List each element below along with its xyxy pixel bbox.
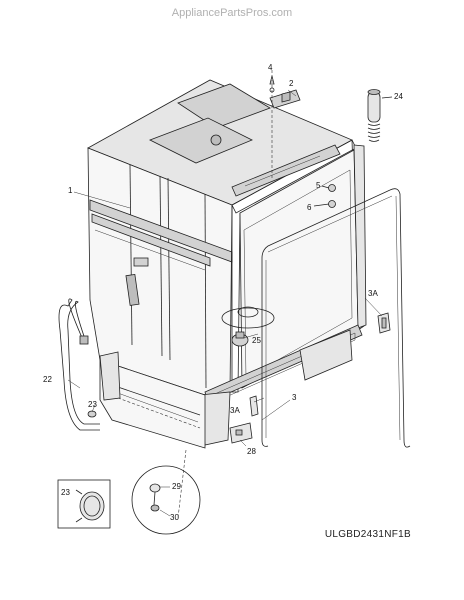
clip-3a-right[interactable] [377,312,391,334]
spray-arm-hub[interactable] [231,331,249,347]
bottom-bracket[interactable] [229,422,253,444]
callout-22: 22 [43,375,52,384]
callout-6: 6 [307,203,312,212]
spring-part[interactable] [367,89,393,142]
callout-3a-bottom: 3A [230,406,240,415]
inset-detail-box [57,479,111,529]
tub-assembly[interactable] [87,79,367,449]
fasteners[interactable] [313,184,336,208]
callout-1: 1 [68,186,73,195]
top-bracket[interactable] [269,70,301,178]
model-code: ULGBD2431NF1B [325,529,411,540]
watermark-text: AppliancePartsPros.com [172,7,292,19]
callout-24: 24 [394,92,403,101]
callout-5: 5 [316,181,321,190]
callout-2: 2 [289,79,294,88]
callout-3a-top: 3A [368,289,378,298]
callout-30: 30 [170,513,179,522]
callout-25: 25 [252,336,261,345]
callout-labels: 1 2 4 24 5 6 3A 25 3 3A 22 23 28 29 30 2… [43,63,403,522]
callout-23-inset: 23 [61,488,70,497]
drain-hose[interactable] [58,298,100,431]
callout-4: 4 [268,63,273,72]
clip-3a-bottom[interactable] [249,395,259,417]
hose-clamp[interactable] [87,410,97,418]
callout-29: 29 [172,482,181,491]
inset-detail-circle [131,465,201,535]
callout-28: 28 [247,447,256,456]
door-gasket[interactable] [261,188,411,448]
leader-lines [67,89,383,519]
callout-23: 23 [88,400,97,409]
callout-3: 3 [292,393,297,402]
